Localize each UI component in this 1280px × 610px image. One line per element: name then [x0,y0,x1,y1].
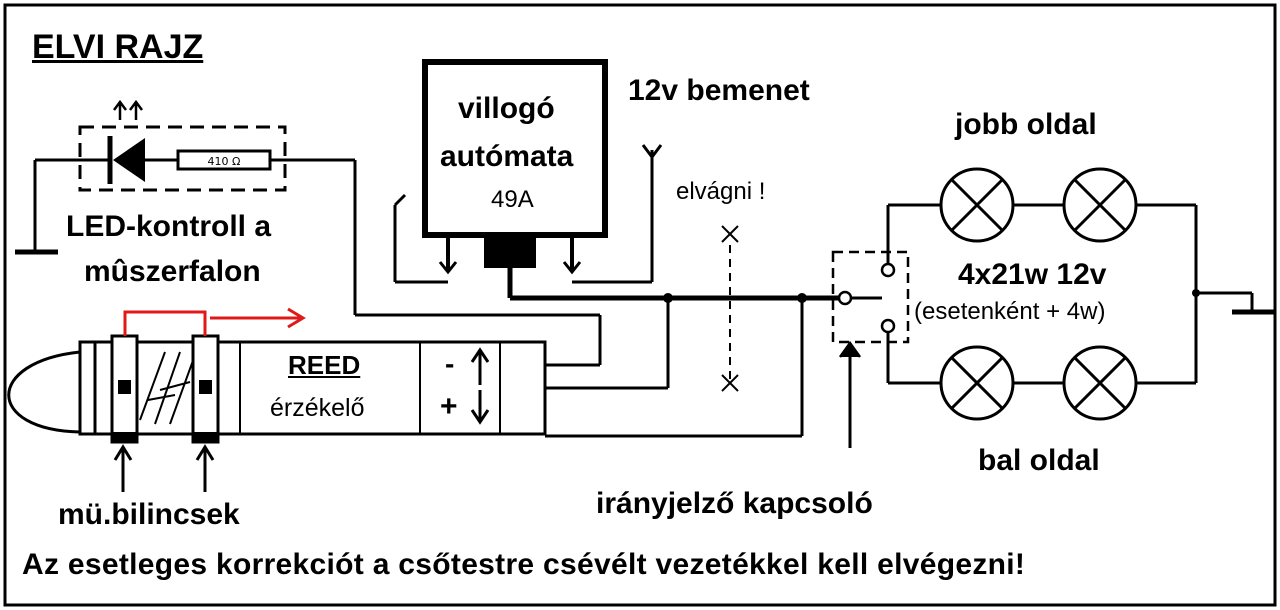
reed-minus: - [445,348,455,379]
resistor-icon: 410 Ω [176,149,272,171]
flasher-label-line2: autómata [440,140,574,173]
direction-switch [831,203,942,448]
led-diode-icon [107,99,145,184]
junction-dot [1192,289,1200,297]
reed-plus: + [440,390,458,423]
led-label-line2: mûszerfalon [84,255,261,288]
flasher-model: 49A [491,186,534,213]
bulb-icon [939,167,1015,243]
bulb-wiring [1013,203,1254,385]
bulbs-label: 4x21w 12v [958,258,1107,291]
input-label: 12v bemenet [628,74,810,107]
led-control-box [15,125,602,367]
cut-label: elvágni ! [676,178,766,205]
diagram-title: ELVI RAJZ [32,28,204,66]
resistor-value: 410 Ω [208,155,241,168]
red-marking [123,307,306,336]
reed-sensor [7,340,547,436]
clamp-right [191,334,220,444]
arrow-icon [113,444,215,492]
footer-note: Az esetleges korrekciót a csőtestre csév… [22,548,1026,581]
bulb-icon [1062,345,1138,421]
cut-marker [721,225,739,392]
flasher-relay [393,59,840,301]
flasher-label-line1: villogó [458,92,555,125]
bulb-icon [939,345,1015,421]
led-label-line1: LED-kontroll a [66,210,272,243]
reed-subtitle: érzékelő [270,394,365,422]
outer-frame [3,3,1277,607]
left-side-label: bal oldal [978,444,1100,477]
polarity-arrows [470,347,490,425]
clamps-label: mü.bilincsek [58,498,240,531]
clamp-left [110,334,139,444]
reed-title: REED [288,350,361,380]
bulb-icon [1062,167,1138,243]
right-side-label: jobb oldal [955,108,1097,141]
bulbs-note: (esetenként + 4w) [914,298,1106,325]
switch-label: irányjelző kapcsoló [596,487,873,520]
